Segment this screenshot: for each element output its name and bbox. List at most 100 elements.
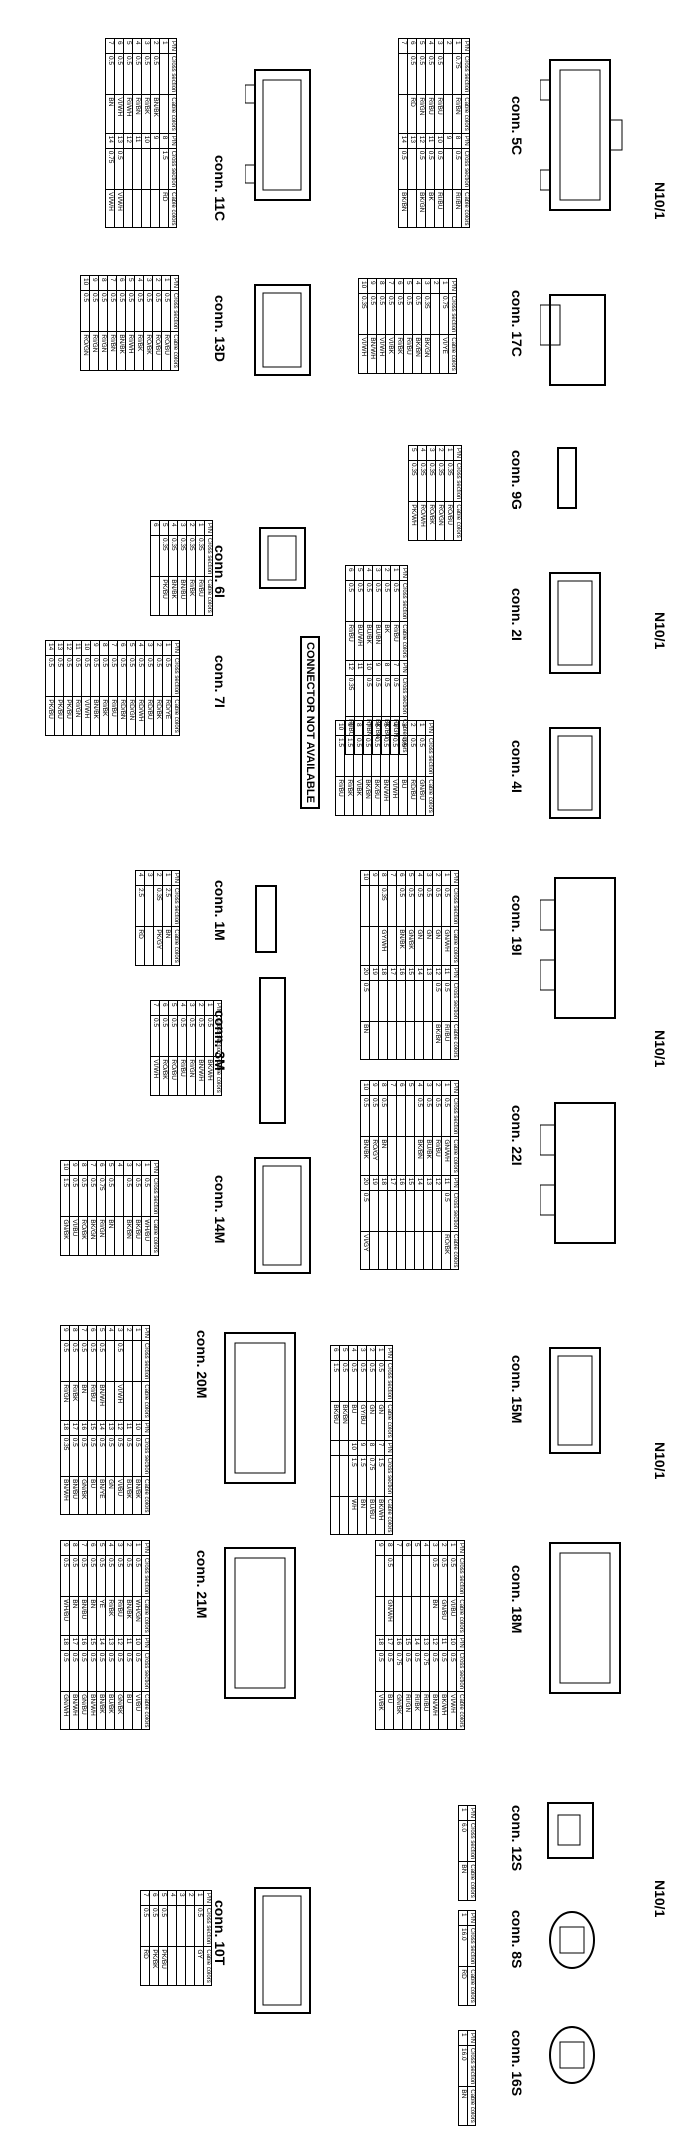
table-cell: 1 bbox=[444, 445, 454, 461]
column-header: Cable colors bbox=[456, 1596, 465, 1636]
table-cell: 7 bbox=[390, 660, 400, 676]
table-cell: 1 bbox=[458, 2030, 468, 2046]
table-cell: VI/WH bbox=[389, 776, 399, 816]
table-cell: 0.75 bbox=[96, 1175, 106, 1217]
table-cell bbox=[141, 148, 151, 190]
column-header: PIN bbox=[450, 870, 459, 886]
table-cell: BN/WH bbox=[69, 1691, 79, 1730]
table-cell bbox=[167, 1905, 177, 1947]
table-cell: WH bbox=[348, 1496, 358, 1535]
column-header: Cross section bbox=[171, 885, 180, 927]
table-cell: 0.75 bbox=[366, 1455, 376, 1497]
column-header: Cable colors bbox=[141, 1476, 150, 1515]
table-cell: 0.5 bbox=[385, 293, 395, 335]
table-cell: RI/BK bbox=[69, 1381, 79, 1421]
table-cell bbox=[414, 1231, 424, 1270]
table-cell: RD bbox=[458, 1966, 468, 2006]
table-cell: 1 bbox=[375, 1345, 385, 1361]
table-cell: 2 bbox=[432, 1080, 442, 1096]
table-cell: VI/BU bbox=[447, 1596, 457, 1636]
table-cell: 0.5 bbox=[407, 735, 417, 777]
table-cell: BU/BK bbox=[105, 1691, 115, 1730]
table-cell: GN/BK bbox=[393, 1691, 403, 1730]
table-cell: 1 bbox=[447, 1540, 457, 1556]
column-header: Cable colors bbox=[450, 926, 459, 966]
table-cell: 10 bbox=[434, 133, 444, 149]
table-cell: 6 bbox=[150, 520, 160, 536]
table-cell: 0.75 bbox=[393, 1650, 403, 1692]
table-cell: 0.5 bbox=[117, 655, 127, 697]
table-cell: 20 bbox=[360, 965, 370, 981]
table-cell: 2 bbox=[132, 1160, 142, 1176]
table-cell: BN/BK bbox=[168, 576, 178, 616]
table-cell bbox=[354, 675, 364, 717]
table-cell: 0.5 bbox=[105, 53, 115, 95]
table-cell: RI/BK bbox=[105, 1596, 115, 1636]
table-cell: 0.5 bbox=[144, 655, 154, 697]
table-cell: RI/BU bbox=[434, 94, 444, 134]
table-cell: 0.75 bbox=[439, 293, 449, 335]
table-cell: RI/GN bbox=[416, 94, 426, 134]
table-cell: RI/BU bbox=[390, 621, 400, 661]
connector-title: conn. 14M bbox=[212, 1175, 228, 1244]
table-cell: 0.5 bbox=[141, 53, 151, 95]
table-cell: 4 bbox=[417, 445, 427, 461]
table-cell bbox=[330, 1496, 340, 1535]
table-cell: 5 bbox=[105, 1160, 115, 1176]
table-cell: RI/GN bbox=[96, 1216, 106, 1256]
table-cell: PK/GY bbox=[153, 926, 163, 966]
table-cell: BK/GN bbox=[416, 189, 426, 228]
connector-title: conn. 12S bbox=[509, 1805, 525, 1872]
table-cell: 1 bbox=[441, 1080, 451, 1096]
table-cell: GN bbox=[414, 926, 424, 966]
table-cell: RI/WH bbox=[125, 331, 135, 371]
column-header: Cross section bbox=[170, 290, 179, 332]
table-cell bbox=[387, 1231, 397, 1270]
column-header: Cable colors bbox=[450, 1021, 459, 1060]
table-cell: 5 bbox=[126, 640, 136, 656]
table-cell: 4 bbox=[420, 1540, 430, 1556]
table-cell: 0.5 bbox=[140, 1905, 150, 1947]
table-cell: BK/BN bbox=[123, 1216, 133, 1256]
table-cell: 1.5 bbox=[60, 1175, 70, 1217]
series-label: N10/1 bbox=[652, 612, 668, 650]
table-row: 4 bbox=[167, 1890, 177, 1986]
table-cell: 0.5 bbox=[204, 1015, 214, 1057]
table-cell: 0.5 bbox=[87, 1650, 97, 1692]
table-cell: RI/BK bbox=[99, 696, 109, 736]
table-cell: 12 bbox=[114, 1635, 124, 1651]
table-cell: 16 bbox=[78, 1420, 88, 1436]
table-cell: PK/BU bbox=[158, 1946, 168, 1986]
table-cell: RO/GN bbox=[435, 501, 445, 541]
table-cell bbox=[443, 148, 453, 190]
table-cell bbox=[387, 1095, 397, 1137]
column-header: Cross section bbox=[467, 2045, 476, 2087]
table-cell: 11 bbox=[132, 133, 142, 149]
table-cell: BU/BU bbox=[366, 1496, 376, 1535]
table-cell: 0.5 bbox=[69, 1340, 79, 1382]
table-cell: 0.5 bbox=[348, 1360, 358, 1402]
column-header: PIN bbox=[461, 38, 470, 54]
table-cell: 16 bbox=[78, 1635, 88, 1651]
table-cell: 0.5 bbox=[384, 1650, 394, 1692]
table-cell: 10 bbox=[447, 1635, 457, 1651]
table-cell: BN bbox=[105, 1216, 115, 1256]
table-cell: 3 bbox=[176, 1890, 186, 1906]
